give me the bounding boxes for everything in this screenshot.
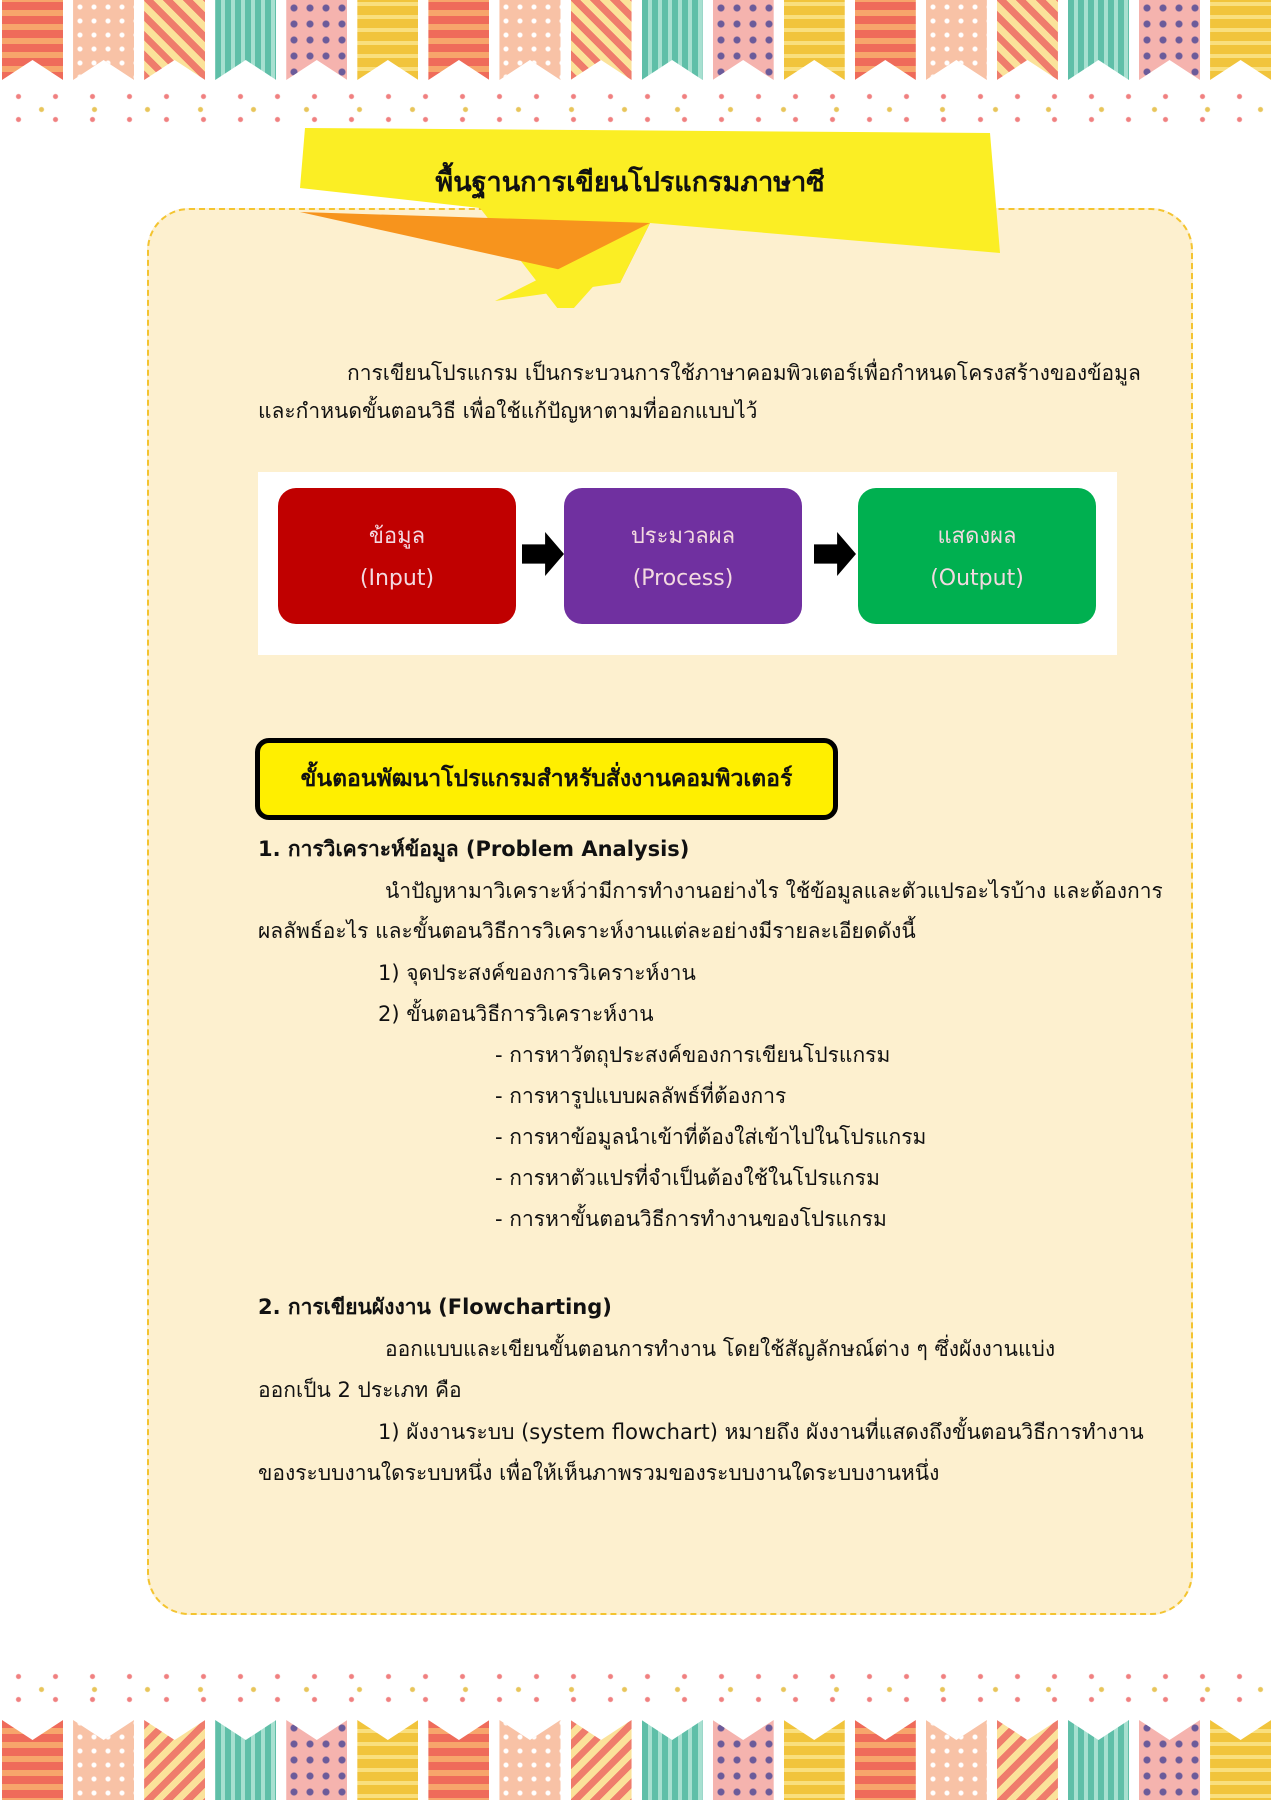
s1-item-2: 2) ขั้นตอนวิธีการวิเคราะห์งาน xyxy=(378,1002,654,1026)
bunting-flag xyxy=(784,1720,845,1800)
title-ribbon xyxy=(300,128,1000,308)
page-title: พื้นฐานการเขียนโปรแกรมภาษาซี xyxy=(435,167,825,198)
bunting-flag xyxy=(499,1720,560,1800)
s1-bullet: - การหาวัตถุประสงค์ของการเขียนโปรแกรม xyxy=(495,1043,891,1067)
section-2-title: 2. การเขียนผังงาน (Flowcharting) xyxy=(258,1295,612,1319)
bunting-flag xyxy=(215,0,277,80)
bunting-flag xyxy=(925,0,987,80)
s1-item-1: 1) จุดประสงค์ของการวิเคราะห์งาน xyxy=(378,961,696,985)
confetti-top xyxy=(0,85,1273,125)
process-label-en: (Process) xyxy=(632,566,734,591)
bunting-flag xyxy=(1067,0,1129,80)
process-box: ประมวลผล (Process) xyxy=(564,488,802,624)
s1-bullet: - การหาตัวแปรที่จำเป็นต้องใช้ในโปรแกรม xyxy=(495,1166,880,1190)
ipo-diagram: ข้อมูล (Input) ประมวลผล (Process) แสดงผล (O… xyxy=(258,472,1117,655)
bunting-flag xyxy=(570,0,632,80)
s1-line-1: นำปัญหามาวิเคราะห์ว่ามีการทำงานอย่างไร ใ… xyxy=(385,879,1163,903)
bunting-flag xyxy=(286,1720,347,1800)
bunting-top xyxy=(0,0,1273,130)
bunting-flag xyxy=(1068,1720,1129,1800)
bunting-flag xyxy=(1210,0,1272,80)
process-label-th: ประมวลผล xyxy=(630,524,736,549)
bunting-flag xyxy=(1139,0,1201,80)
bunting-flag xyxy=(286,0,348,80)
bunting-flag xyxy=(997,1720,1058,1800)
bunting-flag xyxy=(1210,1720,1271,1800)
bunting-flag xyxy=(73,0,135,80)
bunting-flag xyxy=(854,0,916,80)
intro-line-1: การเขียนโปรแกรม เป็นกระบวนการใช้ภาษาคอมพ… xyxy=(347,361,1141,385)
arrow-right-icon xyxy=(814,532,856,576)
s1-bullet: - การหารูปแบบผลลัพธ์ที่ต้องการ xyxy=(495,1084,787,1108)
output-label-en: (Output) xyxy=(930,566,1024,591)
input-label-th: ข้อมูล xyxy=(368,524,426,549)
bunting-flag xyxy=(144,1720,205,1800)
intro-line-2: และกำหนดขั้นตอนวิธี เพื่อใช้แก้ปัญหาตามท… xyxy=(258,399,758,423)
bunting-flag xyxy=(428,0,490,80)
bunting-flag xyxy=(499,0,561,80)
bunting-flag xyxy=(996,0,1058,80)
bunting-flag xyxy=(855,1720,916,1800)
bunting-flag xyxy=(926,1720,987,1800)
s2-line-4: ของระบบงานใดระบบหนึ่ง เพื่อให้เห็นภาพรวม… xyxy=(258,1461,940,1485)
output-box: แสดงผล (Output) xyxy=(858,488,1096,624)
bunting-flag xyxy=(571,1720,632,1800)
bunting-flag xyxy=(2,1720,63,1800)
input-label-en: (Input) xyxy=(359,566,435,591)
s2-line-2: ออกเป็น 2 ประเภท คือ xyxy=(258,1378,462,1402)
bunting-flag xyxy=(642,1720,703,1800)
bunting-flag xyxy=(215,1720,276,1800)
s1-line-2: ผลลัพธ์อะไร และขั้นตอนวิธีการวิเคราะห์งา… xyxy=(258,919,916,943)
s1-bullet: - การหาขั้นตอนวิธีการทำงานของโปรแกรม xyxy=(495,1207,887,1231)
arrow-right-icon xyxy=(522,532,564,576)
steps-heading: ขั้นตอนพัฒนาโปรแกรมสำหรับสั่งงานคอมพิวเต… xyxy=(255,738,838,820)
bunting-flag xyxy=(1139,1720,1200,1800)
bunting-flag xyxy=(428,1720,489,1800)
bunting-flag xyxy=(2,0,64,80)
bunting-flag xyxy=(357,0,419,80)
bunting-flag xyxy=(73,1720,134,1800)
section-1-title: 1. การวิเคราะห์ข้อมูล (Problem Analysis) xyxy=(258,837,690,861)
bunting-flag xyxy=(357,1720,418,1800)
bunting-flag xyxy=(783,0,845,80)
bunting-flag xyxy=(641,0,703,80)
confetti-bottom xyxy=(0,1665,1273,1705)
s1-bullet: - การหาข้อมูลนำเข้าที่ต้องใส่เข้าไปในโปร… xyxy=(495,1125,927,1149)
input-box: ข้อมูล (Input) xyxy=(278,488,516,624)
bunting-flag xyxy=(713,1720,774,1800)
bunting-flag xyxy=(144,0,206,80)
bunting-flag xyxy=(712,0,774,80)
s2-line-1: ออกแบบและเขียนขั้นตอนการทำงาน โดยใช้สัญล… xyxy=(385,1337,1056,1361)
output-label-th: แสดงผล xyxy=(937,524,1017,549)
s2-line-3: 1) ผังงานระบบ (system flowchart) หมายถึง… xyxy=(378,1420,1144,1444)
content-card xyxy=(147,208,1193,1615)
